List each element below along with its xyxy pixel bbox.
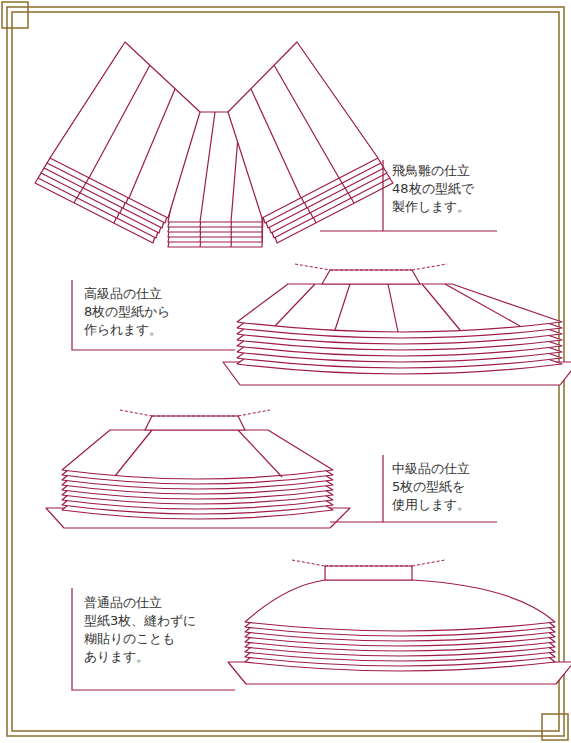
layer [62,430,333,479]
corner-square [542,714,568,740]
standard-pattern-stack [228,560,571,684]
layer [245,580,555,631]
callout-text: 中級品の仕立 5枚の型紙を 使用します。 [392,460,492,514]
callout-text: 高級品の仕立 8枚の型紙から 作られます。 [84,285,184,339]
guide-dash [120,410,152,416]
leader-line [320,230,383,231]
seam [115,430,152,476]
layer [228,42,378,218]
guide-dash [412,264,447,270]
seam [388,284,398,332]
callout-bracket [72,280,235,350]
corner-square [2,2,28,28]
seam [238,430,282,477]
guide-dash [292,560,325,566]
layer [237,284,562,332]
layer [50,42,200,218]
callout-bracket [72,588,235,690]
callout-text: 飛鳥雛の仕立 48枚の型紙で 製作します。 [392,162,492,216]
premium-pattern-stack [223,264,571,385]
top-piece [322,270,420,284]
guide-dash [295,264,330,270]
guide-dash [325,566,412,567]
seam [422,284,460,330]
seam [275,284,315,326]
top-piece [145,416,245,430]
seam [445,284,520,326]
top-piece [325,566,412,580]
callout-bracket [383,160,497,231]
guide-dash [412,560,445,566]
guide-dash [152,416,238,417]
mid-pattern-stack [46,410,350,528]
callout-text: 普通品の仕立 型紙3枚、縫わずに 糊貼りのことも あります。 [84,594,209,666]
callout-bracket [383,455,497,522]
leader-line [330,521,383,522]
guide-dash [238,410,270,416]
seam [335,284,350,330]
guide-dash [330,270,412,271]
asuka-pattern-stack [35,42,393,247]
